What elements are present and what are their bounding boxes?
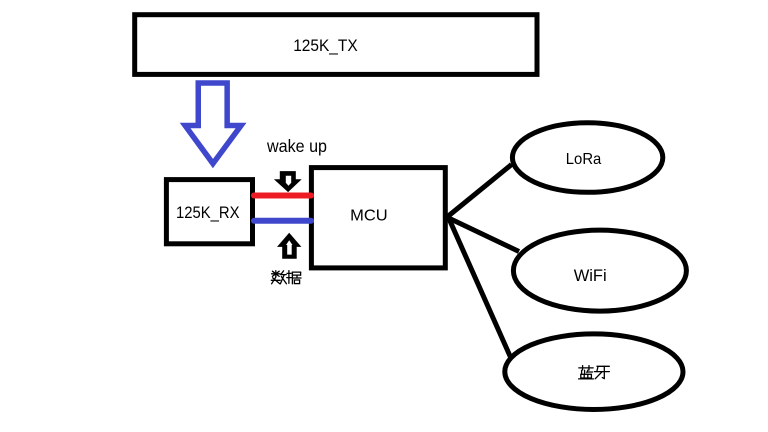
svg-text:WiFi: WiFi — [574, 267, 607, 285]
svg-text:125K_TX: 125K_TX — [293, 36, 358, 55]
svg-text:wake up: wake up — [266, 136, 327, 156]
svg-text:LoRa: LoRa — [566, 151, 602, 168]
svg-text:125K_RX: 125K_RX — [176, 203, 240, 222]
svg-text:MCU: MCU — [350, 207, 388, 224]
